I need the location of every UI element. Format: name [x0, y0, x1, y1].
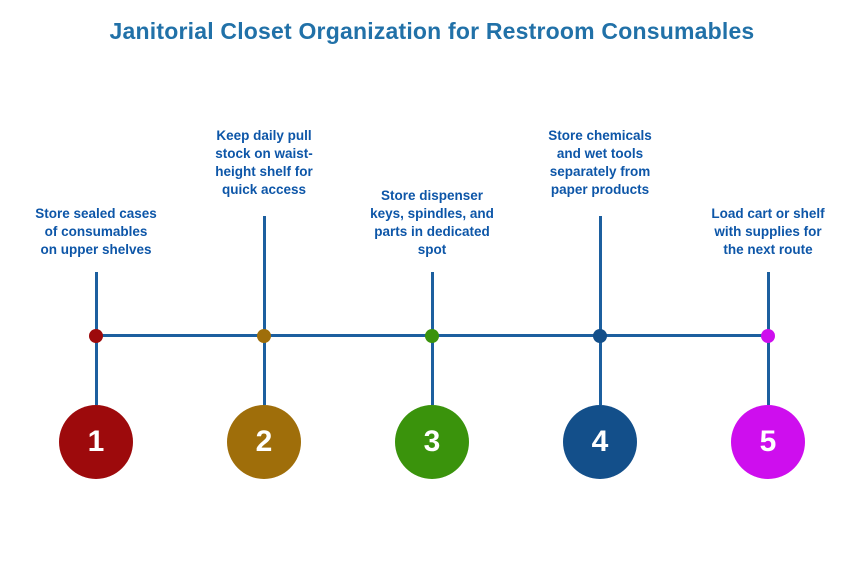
step-number: 3 [423, 425, 441, 458]
step-connector-up [430, 272, 434, 335]
step-number: 4 [591, 425, 609, 458]
step-connector-up [598, 216, 602, 335]
step-connector-up [262, 216, 266, 335]
step-number: 5 [759, 425, 777, 458]
step-connector-down [94, 337, 98, 405]
step-number-circle: 4 [563, 405, 637, 479]
step-connector-up [766, 272, 770, 335]
step-number: 2 [255, 425, 273, 458]
step-label: Store chemicals and wet tools separately… [548, 128, 652, 198]
step-number-circle: 3 [395, 405, 469, 479]
step-number-circle: 2 [227, 405, 301, 479]
step-connector-up [94, 272, 98, 335]
step-dot [257, 329, 271, 343]
step-label: Keep daily pull stock on waist- height s… [215, 128, 313, 198]
step-connector-down [598, 337, 602, 405]
step-dot [89, 329, 103, 343]
step-dot [761, 329, 775, 343]
step-dot [425, 329, 439, 343]
step-label: Store sealed cases of consumables on upp… [35, 206, 157, 258]
step-number-circle: 5 [731, 405, 805, 479]
step-connector-down [766, 337, 770, 405]
step-label: Store dispenser keys, spindles, and part… [370, 188, 494, 258]
step-label: Load cart or shelf with supplies for the… [711, 206, 825, 258]
page-title: Janitorial Closet Organization for Restr… [109, 18, 755, 44]
step-connector-down [262, 337, 266, 405]
step-dot [593, 329, 607, 343]
step-number: 1 [87, 425, 105, 458]
step-connector-down [430, 337, 434, 405]
step-number-circle: 1 [59, 405, 133, 479]
